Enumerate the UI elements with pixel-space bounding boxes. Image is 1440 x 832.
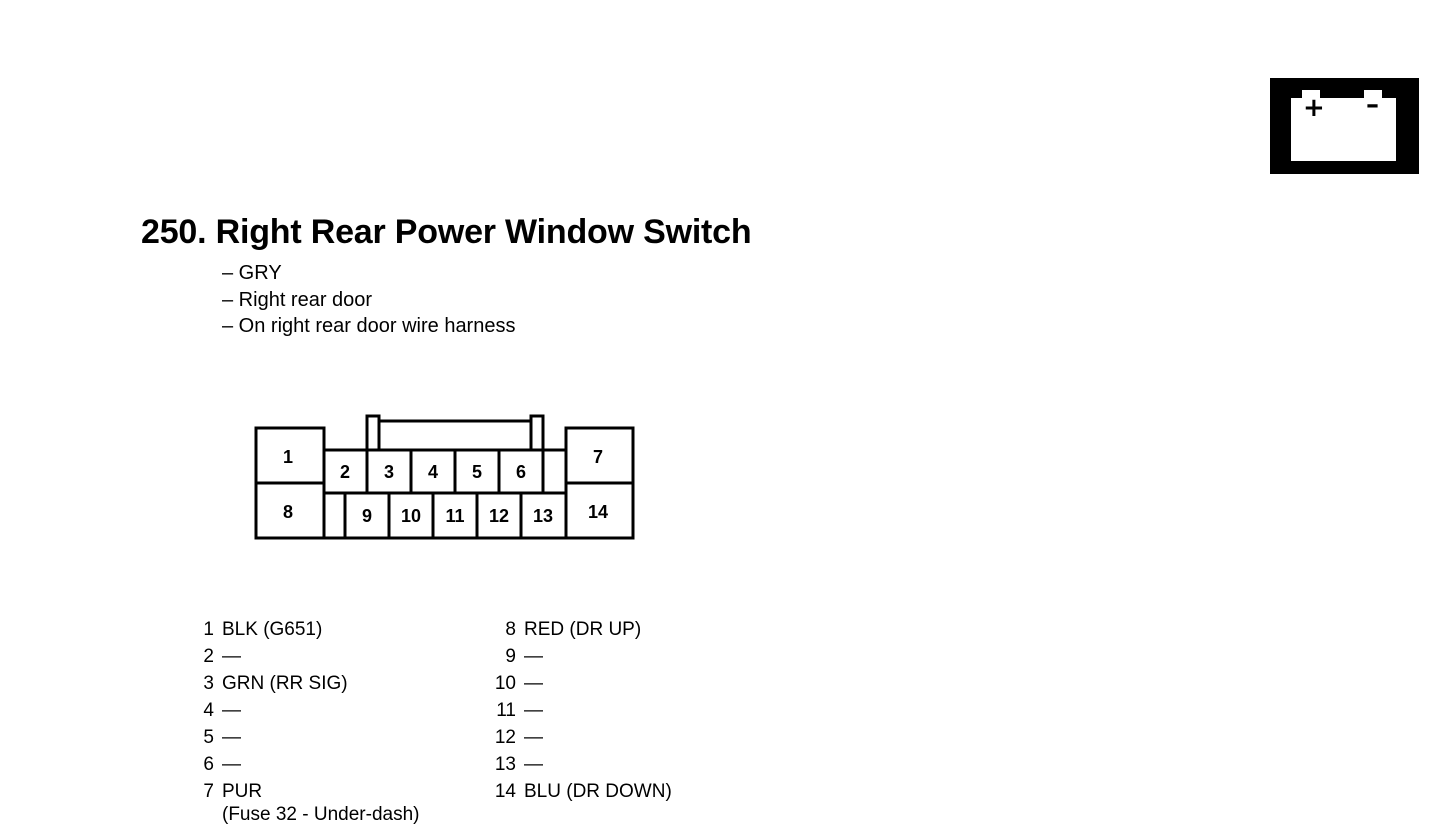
pin-label-12: 12 (489, 506, 509, 526)
pin-number: 9 (505, 646, 516, 667)
pinout-row: 12 — (482, 724, 672, 751)
pinout-row: 9— (482, 643, 672, 670)
pin-wire: — (524, 754, 543, 775)
pinout-row: 14 BLU (DR DOWN) (482, 778, 672, 805)
pin-wire: BLU (DR DOWN) (524, 781, 672, 802)
description-location: – Right rear door (222, 288, 373, 311)
pin-label-9: 9 (362, 506, 372, 526)
pin-label-8: 8 (283, 502, 293, 522)
page-title: 250. Right Rear Power Window Switch (141, 213, 752, 251)
battery-minus-symbol: – (1366, 90, 1379, 120)
pinout-row: 3 GRN (RR SIG) (180, 670, 419, 697)
pin-wire: PUR (222, 781, 263, 802)
pinout-row: 7 PUR (180, 778, 419, 805)
pin-number: 1 (203, 619, 214, 640)
pin-note: (Fuse 32 - Under-dash) (222, 804, 420, 825)
connector-description: – GRY – Right rear door – On right rear … (222, 260, 515, 340)
pinout-row: 13 — (482, 751, 672, 778)
pin-wire: RED (DR UP) (524, 619, 642, 640)
battery-negative-terminal (1364, 90, 1382, 100)
pin-label-6: 6 (516, 462, 526, 482)
connector-outline (254, 414, 635, 540)
pinout-row: 4— (180, 697, 419, 724)
pin-label-11: 11 (445, 506, 464, 526)
pin-label-1: 1 (283, 447, 293, 467)
pin-number: 3 (203, 673, 214, 694)
battery-body (1291, 98, 1396, 161)
battery-positive-terminal (1302, 90, 1320, 100)
pin-number: 12 (494, 727, 516, 748)
pin-label-2: 2 (340, 462, 350, 482)
pin-wire: BLK (G651) (222, 619, 323, 640)
pin-label-13: 13 (533, 506, 553, 526)
description-harness: – On right rear door wire harness (222, 315, 516, 337)
battery-plus-symbol: + (1303, 93, 1325, 123)
pin-number: 10 (494, 673, 516, 694)
description-color: – GRY (222, 262, 282, 284)
pinout-row: 5— (180, 724, 419, 751)
pin-number: 8 (505, 619, 516, 640)
pin-number: 14 (494, 781, 516, 802)
pin-wire: — (524, 700, 543, 721)
pin-wire: — (222, 754, 241, 775)
pin-wire: — (222, 700, 241, 721)
pin-label-10: 10 (401, 506, 421, 526)
pin-number: 4 (203, 700, 214, 721)
pinout-row: 10 — (482, 670, 672, 697)
pin-label-4: 4 (428, 462, 438, 482)
pin-label-5: 5 (472, 462, 482, 482)
pinout-row: 8 RED (DR UP) (482, 616, 672, 643)
pin-wire: — (524, 646, 543, 667)
pin-number: 13 (494, 754, 516, 775)
pin-number: 7 (203, 781, 214, 802)
pin-wire: — (222, 727, 241, 748)
pin-wire: — (524, 727, 543, 748)
pin-number: 5 (203, 727, 214, 748)
pinout-row: 11 — (482, 697, 672, 724)
pinout-row: 1 BLK (G651) (180, 616, 419, 643)
pin-number: 2 (203, 646, 214, 667)
pin-wire: — (524, 673, 543, 694)
battery-icon: + – (1270, 78, 1419, 174)
pin-wire: — (222, 646, 241, 667)
pin-number: 6 (203, 754, 214, 775)
pin-wire: GRN (RR SIG) (222, 673, 348, 694)
pin-label-7: 7 (593, 447, 603, 467)
pin-label-3: 3 (384, 462, 394, 482)
pin-number: 11 (496, 700, 516, 721)
pinout-row: 2— (180, 643, 419, 670)
pinout-row: 6— (180, 751, 419, 778)
pin-label-14: 14 (588, 502, 608, 522)
